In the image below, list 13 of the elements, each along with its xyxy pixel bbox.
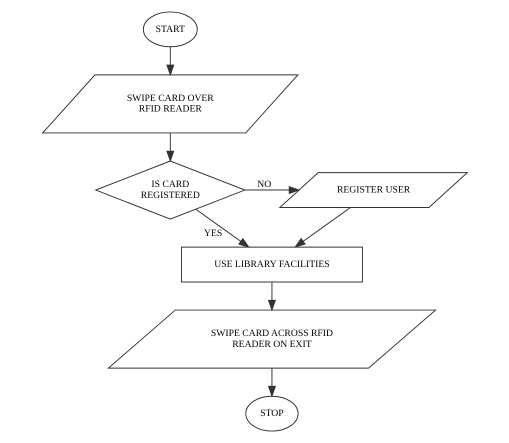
arrow (294, 207, 350, 248)
arrow (267, 368, 276, 398)
edge-label: YES (204, 228, 222, 239)
node-ellipse: START (142, 11, 198, 48)
arrow (194, 208, 250, 248)
node-diamond: IS CARD REGISTERED (94, 160, 246, 220)
node-box: USE LIBRARY FACILITIES (180, 246, 362, 282)
arrow (166, 46, 174, 76)
arrow (267, 282, 276, 312)
arrow (244, 186, 300, 194)
edge-label: NO (256, 179, 271, 190)
node-ellipse: STOP (244, 396, 298, 432)
arrow (166, 132, 174, 162)
